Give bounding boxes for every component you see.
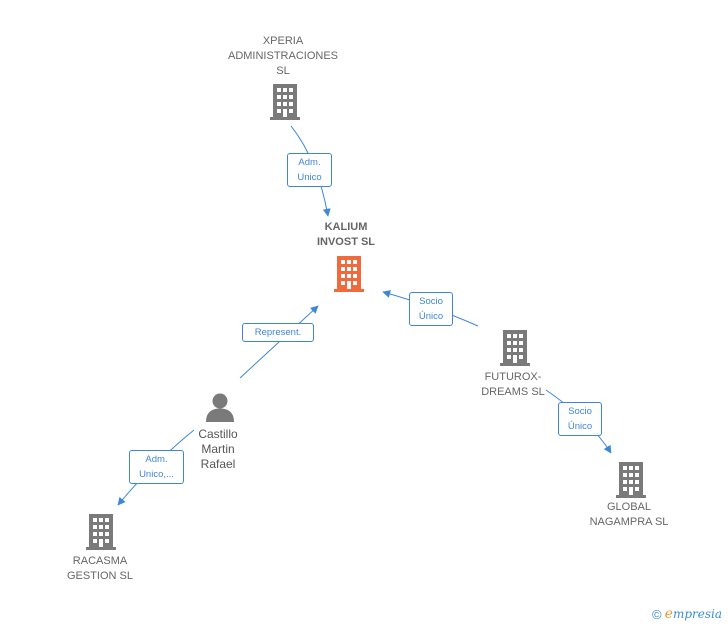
building-icon[interactable]	[616, 462, 646, 498]
person-icon[interactable]	[206, 393, 234, 423]
brand-initial: e	[664, 606, 673, 622]
node-label-racasma[interactable]: RACASMA GESTION SL	[66, 555, 134, 582]
node-label-xperia[interactable]: XPERIA ADMINISTRACIONES SL	[227, 35, 338, 77]
node-label-futurox[interactable]: FUTUROX- DREAMS SL	[481, 371, 545, 398]
edge-castillo-kalium	[239, 305, 319, 379]
edge-label-socio-unico: Socio Único	[558, 402, 602, 436]
brand-name: mpresia	[672, 607, 722, 621]
building-icon[interactable]	[334, 256, 364, 292]
building-icon[interactable]	[500, 330, 530, 366]
edge-label-adm-unico-etc: Adm. Unico,...	[129, 450, 184, 484]
building-icon[interactable]	[86, 514, 116, 550]
edge-label-adm-unico: Adm. Unico	[287, 153, 332, 187]
node-label-kalium[interactable]: KALIUM INVOST SL	[316, 221, 376, 248]
building-icon[interactable]	[270, 84, 300, 120]
edge-label-socio-unico: Socio Único	[409, 292, 453, 326]
brand-footer[interactable]: © empresia	[652, 606, 722, 622]
node-label-global[interactable]: GLOBAL NAGAMPRA SL	[589, 501, 669, 528]
edge-label-represent: Represent.	[242, 323, 314, 342]
node-label-castillo[interactable]: Castillo Martin Rafael	[198, 427, 238, 471]
copyright-icon: ©	[652, 606, 662, 622]
